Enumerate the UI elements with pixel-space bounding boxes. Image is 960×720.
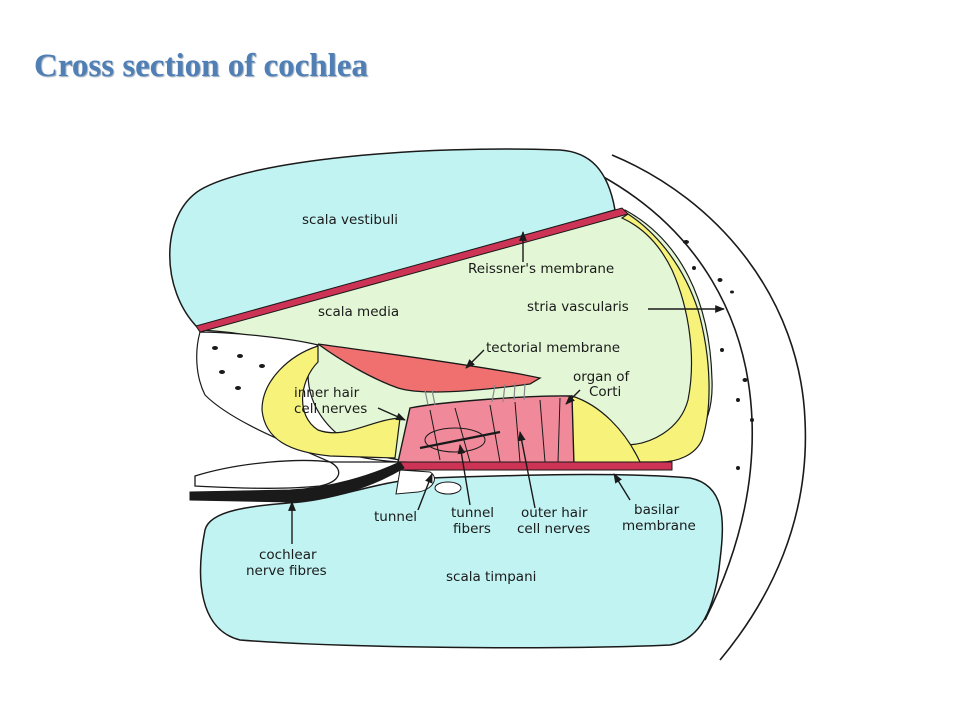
label-organ-of-corti-line1: organ of: [573, 369, 631, 385]
scala-timpani: [199, 473, 724, 649]
label-scala-vestibuli: scala vestibuli: [302, 212, 398, 228]
basilar-membrane-shape: [397, 461, 673, 471]
organ-cell-lines: [419, 397, 561, 463]
scala-vestibuli: [169, 148, 616, 329]
label-outer-hair-line1: outer hair: [521, 505, 588, 521]
stereocilia: [424, 382, 526, 406]
label-tunnel-fibers-line2: fibers: [453, 521, 491, 537]
organ-of-corti: [397, 395, 575, 467]
osseous-spiral-lamina: [194, 459, 340, 489]
bone-dots: [683, 240, 754, 470]
label-scala-timpani: scala timpani: [446, 569, 536, 585]
label-inner-hair-line2: cell nerves: [294, 401, 367, 417]
label-scala-media: scala media: [318, 304, 399, 320]
label-inner-hair-line1: inner hair: [294, 385, 360, 401]
label-outer-hair-line2: cell nerves: [517, 521, 590, 537]
label-basilar-line1: basilar: [634, 502, 680, 518]
label-organ-of-corti-line2: Corti: [589, 384, 621, 400]
label-tunnel-fibers-line1: tunnel: [451, 505, 494, 521]
label-tectorial-membrane: tectorial membrane: [486, 340, 620, 356]
tunnel-space: [395, 469, 435, 495]
inner-sulcus-cells: [261, 345, 401, 459]
label-cochlear-line2: nerve fibres: [246, 563, 327, 579]
tunnel-ellipse: [434, 481, 462, 495]
label-cochlear-line1: cochlear: [259, 547, 317, 563]
slide-title: Cross section of cochlea: [34, 48, 368, 84]
limbus-dots: [212, 346, 265, 390]
label-tunnel: tunnel: [374, 509, 417, 525]
label-basilar-line2: membrane: [622, 518, 696, 534]
bony-wall-outer: [611, 154, 807, 661]
bony-wall-inner: [599, 174, 754, 621]
label-reissners-membrane: Reissner's membrane: [468, 261, 614, 277]
label-stria-vascularis: stria vascularis: [527, 299, 629, 315]
